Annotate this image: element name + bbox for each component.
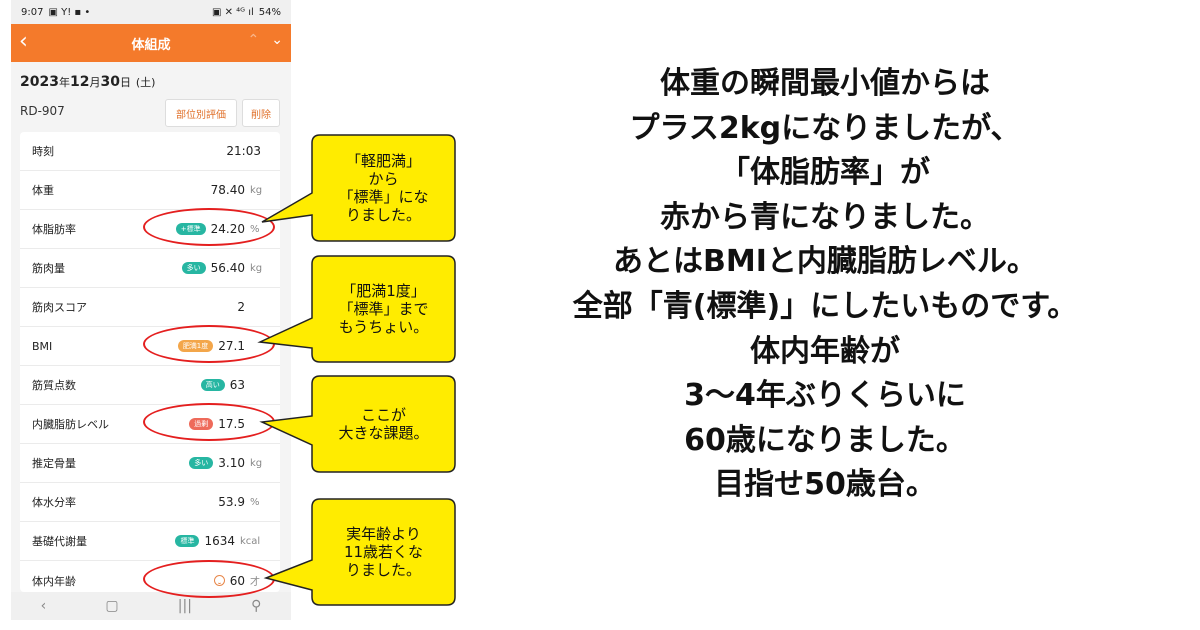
commentary-line: 体重の瞬間最小値からは — [660, 66, 990, 101]
notification-icons: ▣ Y! ▪ • — [48, 6, 91, 18]
page-title: 体組成 — [131, 37, 171, 53]
body-water-value: 53.9 — [218, 495, 245, 509]
commentary-line: 全部「青(標準)」にしたいものです。 — [572, 288, 1078, 324]
commentary-line: 3〜4年ぶりくらいに — [684, 378, 966, 414]
basal-metabolism-value: 1634 — [204, 534, 235, 548]
commentary-line: 60歳になりました。 — [684, 422, 966, 458]
nav-back-icon[interactable]: ‹ — [40, 598, 47, 614]
commentary-text: 体重の瞬間最小値からは プラス2kgになりましたが、 「体脂肪率」が 赤から青に… — [470, 62, 1180, 508]
back-arrow-icon[interactable]: ‹ — [19, 29, 28, 54]
highlight-ellipse-body-age — [143, 560, 275, 598]
body-composition-card: 時刻 21:03 体重 78.40 kg 体脂肪率 +標準 24.20 % 筋肉… — [20, 132, 280, 592]
muscle-score-value: 2 — [237, 300, 245, 314]
status-badge: 多い — [189, 457, 214, 469]
status-time: 9:07 — [21, 6, 44, 18]
callout-visceral-fat: ここが 大きな課題。 — [338, 406, 429, 442]
status-badge: 高い — [200, 379, 225, 391]
commentary-line: 体内年齢が — [750, 333, 900, 369]
time-value: 21:03 — [226, 144, 261, 158]
signal-icons: ▣ ✕ ⁴ᴳ ıl — [211, 6, 254, 18]
table-row: 筋肉量 多い 56.40 kg — [20, 249, 280, 288]
phone-screenshot: 9:07 ▣ Y! ▪ • ▣ ✕ ⁴ᴳ ıl 54% ‹ 体組成 ⌃ ⌄ 20… — [11, 0, 291, 620]
next-record-icon[interactable]: ⌄ — [271, 32, 283, 48]
nav-recent-icon[interactable]: ||| — [177, 598, 192, 614]
commentary-line: あとはBMIと内臓脂肪レベル。 — [613, 244, 1037, 280]
app-header: ‹ 体組成 ⌃ ⌄ — [11, 24, 291, 62]
muscle-quality-value: 63 — [229, 378, 245, 392]
commentary-line: プラス2kgになりましたが、 — [629, 110, 1021, 146]
highlight-ellipse-visceral-fat — [143, 403, 275, 441]
table-row: 体重 78.40 kg — [20, 171, 280, 210]
battery-level: 54% — [258, 6, 281, 18]
callout-body-age: 実年齢より 11歳若くな りました。 — [343, 525, 424, 579]
status-badge: 多い — [181, 262, 206, 274]
highlight-ellipse-bmi — [143, 325, 275, 363]
bone-mass-value: 3.10 — [218, 456, 245, 470]
android-nav-bar: ‹ ▢ ||| ⚲ — [11, 592, 291, 620]
table-row: 体水分率 53.9 % — [20, 483, 280, 522]
table-row: 筋質点数 高い 63 — [20, 366, 280, 405]
callout-body-fat: 「軽肥満」 から 「標準」にな りました。 — [338, 152, 429, 224]
delete-button[interactable]: 削除 — [242, 99, 280, 127]
status-badge: 標準 — [175, 535, 200, 547]
commentary-line: 「体脂肪率」が — [720, 155, 930, 191]
table-row: 推定骨量 多い 3.10 kg — [20, 444, 280, 483]
table-row: 時刻 21:03 — [20, 132, 280, 171]
muscle-mass-value: 56.40 — [210, 261, 245, 275]
part-evaluation-button[interactable]: 部位別評価 — [165, 99, 237, 127]
table-row: 筋肉スコア 2 — [20, 288, 280, 327]
measurement-date: 2023年12月30日 (土) — [20, 74, 156, 90]
commentary-line: 目指せ50歳台。 — [714, 467, 936, 503]
callout-bmi: 「肥満1度」 「標準」まで もうちょい。 — [338, 282, 429, 336]
table-row: 基礎代謝量 標準 1634 kcal — [20, 522, 280, 561]
weight-value: 78.40 — [210, 183, 245, 197]
commentary-line: 赤から青になりました。 — [660, 199, 990, 235]
previous-record-icon[interactable]: ⌃ — [247, 32, 260, 48]
device-name: RD-907 — [20, 104, 65, 118]
accessibility-icon[interactable]: ⚲ — [251, 598, 262, 614]
status-bar: 9:07 ▣ Y! ▪ • ▣ ✕ ⁴ᴳ ıl 54% — [11, 0, 291, 24]
nav-home-icon[interactable]: ▢ — [105, 598, 119, 614]
highlight-ellipse-body-fat — [143, 208, 275, 246]
weekday: (土) — [135, 76, 156, 89]
